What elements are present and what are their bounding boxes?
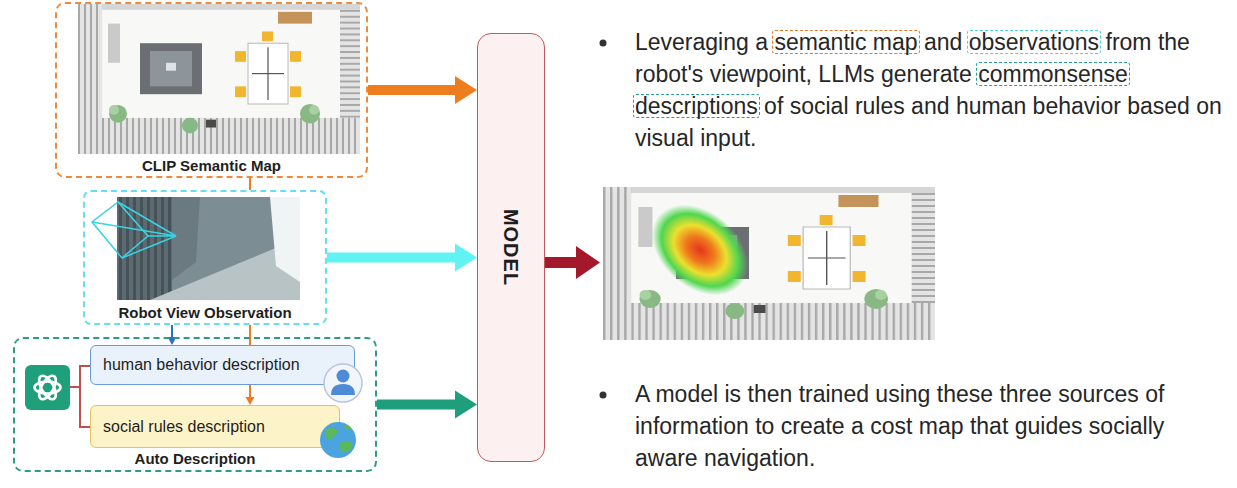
camera-frustum: [118, 202, 176, 236]
node-label: Auto Description: [135, 450, 256, 467]
bullet-text-block: A model is then trained using these thre…: [635, 378, 1225, 474]
chatgpt-icon: [36, 373, 59, 402]
node-label: social rules description: [103, 418, 265, 436]
chatgpt-icon: [36, 373, 59, 402]
robot-view-image: [117, 197, 300, 300]
connector-line: [249, 178, 251, 190]
earth-icon: [320, 422, 356, 458]
description-box: social rules description: [90, 405, 340, 448]
node-label: human behavior description: [103, 356, 300, 374]
robot-view-image: [117, 197, 300, 300]
bullet-text: A model is then trained using these thre…: [635, 378, 1225, 474]
description-box: human behavior description: [90, 345, 355, 385]
bullet-text: Leveraging a semantic map and observatio…: [635, 26, 1225, 154]
connector-line: [368, 85, 459, 95]
bullet-dot: [600, 40, 607, 47]
robot-view-image: [270, 197, 300, 282]
connector-line: [327, 253, 459, 263]
connector-arrow: [250, 178, 251, 190]
person-icon: [324, 364, 362, 402]
output-arrow: [545, 246, 600, 279]
earth-icon: [325, 428, 338, 440]
semantic-map-image: [78, 4, 360, 154]
bullet-dot: [600, 40, 607, 399]
bracket-line: [70, 386, 80, 388]
camera-frustum: [148, 235, 176, 237]
robot-view-image: [172, 197, 200, 280]
connector-arrow: [246, 385, 255, 405]
cost-map-image: [603, 187, 935, 340]
arrow-head: [455, 244, 477, 272]
model-box: MODEL: [477, 33, 545, 462]
connector-line: [249, 325, 251, 345]
bullet-text-block: Leveraging a semantic map and observatio…: [635, 26, 1225, 154]
observation-panel: Robot View Observation: [83, 190, 327, 325]
earth-icon: [343, 425, 351, 430]
connector-arrow: [377, 391, 477, 419]
camera-frustum: [92, 202, 176, 258]
earth-icon: [340, 441, 353, 453]
connector-line: [249, 385, 251, 399]
bracket-line: [70, 366, 90, 427]
arrow-head: [455, 76, 477, 104]
semantic-map-image: [78, 4, 360, 154]
output-arrow: [545, 257, 579, 268]
output-arrow: [576, 246, 600, 279]
model-label: MODEL: [500, 209, 523, 286]
earth-icon: [320, 422, 356, 458]
node-label: CLIP Semantic Map: [142, 157, 281, 174]
node-label: Robot View Observation: [118, 304, 291, 321]
bullet-dot: [600, 392, 607, 399]
chatgpt-icon: [25, 365, 70, 410]
cost-map-image: [634, 186, 766, 314]
connector-arrow: [327, 244, 477, 272]
person-icon: [324, 364, 362, 402]
person-icon: [331, 384, 355, 395]
connector-arrow: [168, 325, 177, 345]
chatgpt-icon: [25, 365, 70, 410]
connector-arrow: [368, 76, 477, 104]
map-panel: CLIP Semantic Map: [55, 2, 368, 178]
connector-line: [377, 400, 459, 410]
arrow-head: [246, 397, 255, 405]
arrow-head: [455, 391, 477, 419]
camera-frustum: [122, 236, 176, 258]
person-icon: [337, 370, 350, 383]
cost-map-image: [603, 186, 935, 340]
bracket-line: [80, 366, 90, 427]
connector-arrow: [250, 325, 251, 345]
